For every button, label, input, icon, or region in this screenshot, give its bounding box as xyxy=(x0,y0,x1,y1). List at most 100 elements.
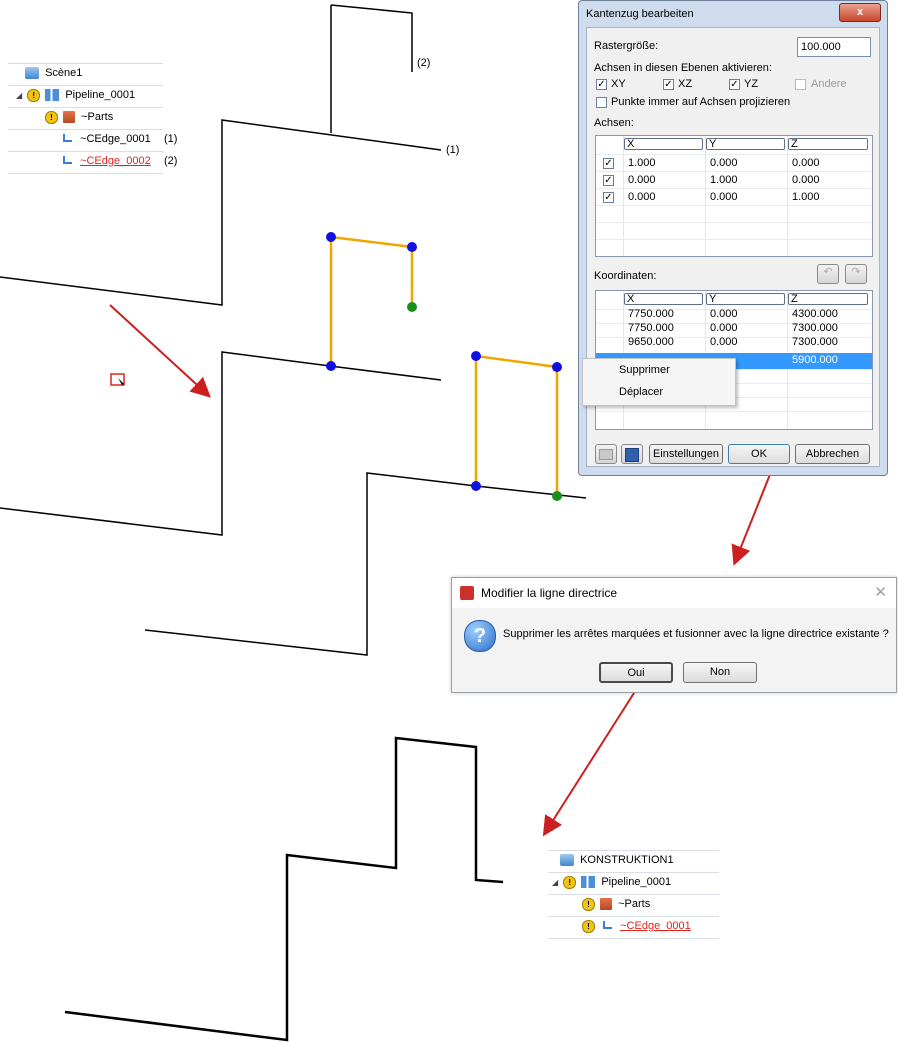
save-button[interactable] xyxy=(621,444,643,464)
axes-label: Achsen: xyxy=(594,117,634,129)
plane-yz-checkbox[interactable]: ✓ xyxy=(729,79,740,90)
coords-label: Koordinaten: xyxy=(594,270,657,282)
model-tree-bottom: KONSTRUKTION1 ◢ ! Pipeline_0001 ! ~Parts… xyxy=(548,850,720,940)
menu-item-move[interactable]: Déplacer xyxy=(619,386,664,398)
expand-triangle-icon[interactable]: ◢ xyxy=(552,878,559,887)
tree-label: Scène1 xyxy=(45,67,83,79)
plane-other-checkbox[interactable] xyxy=(795,79,806,90)
axes-header-z[interactable]: Z xyxy=(788,138,868,150)
tree-label: Pipeline_0001 xyxy=(601,876,672,888)
coord-cell[interactable]: 4300.000 xyxy=(792,308,838,320)
edit-cursor-icon xyxy=(110,373,125,386)
viewport-label-2: (2) xyxy=(417,57,431,69)
tree-item-pipeline[interactable]: ◢ ! Pipeline_0001 xyxy=(552,872,671,893)
modifier-dialog: Modifier la ligne directrice ✕ ? Supprim… xyxy=(451,577,897,693)
save-icon xyxy=(625,448,639,462)
flow-arrows xyxy=(109,304,776,837)
dialog-titlebar[interactable]: Kantenzug bearbeiten x xyxy=(579,1,887,27)
raster-size-input[interactable] xyxy=(797,37,871,57)
edge-icon xyxy=(600,920,614,932)
coords-header-z[interactable]: Z xyxy=(788,293,868,305)
cancel-button[interactable]: Abbrechen xyxy=(795,444,870,464)
project-checkbox[interactable] xyxy=(596,97,607,108)
axes-cell[interactable]: 0.000 xyxy=(628,174,656,186)
close-icon[interactable]: ✕ xyxy=(874,584,887,601)
coords-header-y[interactable]: Y xyxy=(706,293,785,305)
coord-cell[interactable]: 0.000 xyxy=(710,336,738,348)
pipeline-icon xyxy=(581,876,596,889)
edge-icon xyxy=(60,155,74,167)
open-button[interactable] xyxy=(595,444,617,464)
coord-cell[interactable]: 7300.000 xyxy=(792,336,838,348)
coord-cell-selected[interactable]: 5900.000 xyxy=(792,354,838,366)
pipeline-stairs-top xyxy=(0,4,587,656)
tree-item-cedge-2[interactable]: ~CEdge_0002 xyxy=(60,151,151,172)
plane-xy-checkbox[interactable]: ✓ xyxy=(596,79,607,90)
axis-row-checkbox[interactable]: ✓ xyxy=(603,158,614,169)
tree-label: ~CEdge_0002 xyxy=(80,155,151,167)
axes-cell[interactable]: 0.000 xyxy=(710,157,738,169)
axes-header-x[interactable]: X xyxy=(624,138,703,150)
tree-label: ~CEdge_0001 xyxy=(80,133,151,145)
axes-cell[interactable]: 0.000 xyxy=(792,174,820,186)
settings-button[interactable]: Einstellungen xyxy=(649,444,723,464)
axes-cell[interactable]: 0.000 xyxy=(792,157,820,169)
coord-cell[interactable]: 7300.000 xyxy=(792,322,838,334)
tree-item-parts[interactable]: ! ~Parts xyxy=(45,107,113,128)
expand-triangle-icon[interactable]: ◢ xyxy=(16,91,23,100)
coord-cell[interactable]: 7750.000 xyxy=(628,308,674,320)
selected-edges xyxy=(329,235,559,496)
tree-item-scene[interactable]: Scène1 xyxy=(25,63,82,84)
folder-icon xyxy=(599,449,613,460)
warning-icon: ! xyxy=(582,897,595,911)
yes-button[interactable]: Oui xyxy=(599,662,673,683)
plane-xz-checkbox[interactable]: ✓ xyxy=(663,79,674,90)
coord-cell[interactable]: 0.000 xyxy=(710,308,738,320)
close-icon: x xyxy=(856,6,864,18)
tree-tag-1: (1) xyxy=(164,133,178,145)
coords-header-x[interactable]: X xyxy=(624,293,703,305)
tree-item-konstruktion[interactable]: KONSTRUKTION1 xyxy=(560,850,674,871)
axes-cell[interactable]: 1.000 xyxy=(628,157,656,169)
axis-row-checkbox[interactable]: ✓ xyxy=(603,175,614,186)
tree-item-parts[interactable]: ! ~Parts xyxy=(582,894,650,915)
ok-button[interactable]: OK xyxy=(728,444,790,464)
axes-cell[interactable]: 1.000 xyxy=(792,191,820,203)
scene-icon xyxy=(25,67,39,80)
parts-icon xyxy=(63,111,76,124)
coord-cell[interactable]: 9650.000 xyxy=(628,336,674,348)
project-label: Punkte immer auf Achsen projizieren xyxy=(611,96,791,108)
coord-cell[interactable]: 7750.000 xyxy=(628,322,674,334)
undo-icon: ↶ xyxy=(823,266,833,278)
axes-cell[interactable]: 0.000 xyxy=(628,191,656,203)
menu-item-delete[interactable]: Supprimer xyxy=(619,364,670,376)
warning-icon: ! xyxy=(45,110,58,124)
tree-item-pipeline[interactable]: ◢ ! Pipeline_0001 xyxy=(16,85,135,106)
axes-cell[interactable]: 0.000 xyxy=(710,191,738,203)
tree-label: ~CEdge_0001 xyxy=(620,920,691,932)
close-button[interactable]: x xyxy=(839,3,881,22)
axes-header-y[interactable]: Y xyxy=(706,138,785,150)
tree-item-cedge-1[interactable]: ~CEdge_0001 xyxy=(60,129,151,150)
plane-yz-label: YZ xyxy=(744,78,759,90)
parts-icon xyxy=(600,898,613,911)
redo-button[interactable]: ↷ xyxy=(845,264,867,284)
coord-cell[interactable]: 0.000 xyxy=(710,322,738,334)
app-icon xyxy=(460,586,474,600)
axis-row-checkbox[interactable]: ✓ xyxy=(603,192,614,203)
question-icon: ? xyxy=(464,620,496,652)
plane-other-label: Andere xyxy=(811,78,847,90)
axes-table[interactable]: X Y Z ✓ 1.000 0.000 0.000 ✓ 0.000 1.000 … xyxy=(595,135,873,257)
warning-icon: ! xyxy=(27,88,41,102)
undo-button[interactable]: ↶ xyxy=(817,264,839,284)
axes-planes-label: Achsen in diesen Ebenen aktivieren: xyxy=(594,62,772,74)
edge-handles[interactable] xyxy=(326,232,562,501)
model-tree-top: Scène1 ◢ ! Pipeline_0001 ! ~Parts ~CEdge… xyxy=(8,63,177,175)
redo-icon: ↷ xyxy=(851,266,861,278)
no-button[interactable]: Non xyxy=(683,662,757,683)
dialog-message: Supprimer les arrêtes marquées et fusion… xyxy=(503,628,889,640)
dialog-titlebar[interactable]: Modifier la ligne directrice ✕ xyxy=(452,578,896,608)
tree-item-cedge-1[interactable]: ! ~CEdge_0001 xyxy=(582,916,691,937)
axes-cell[interactable]: 1.000 xyxy=(710,174,738,186)
